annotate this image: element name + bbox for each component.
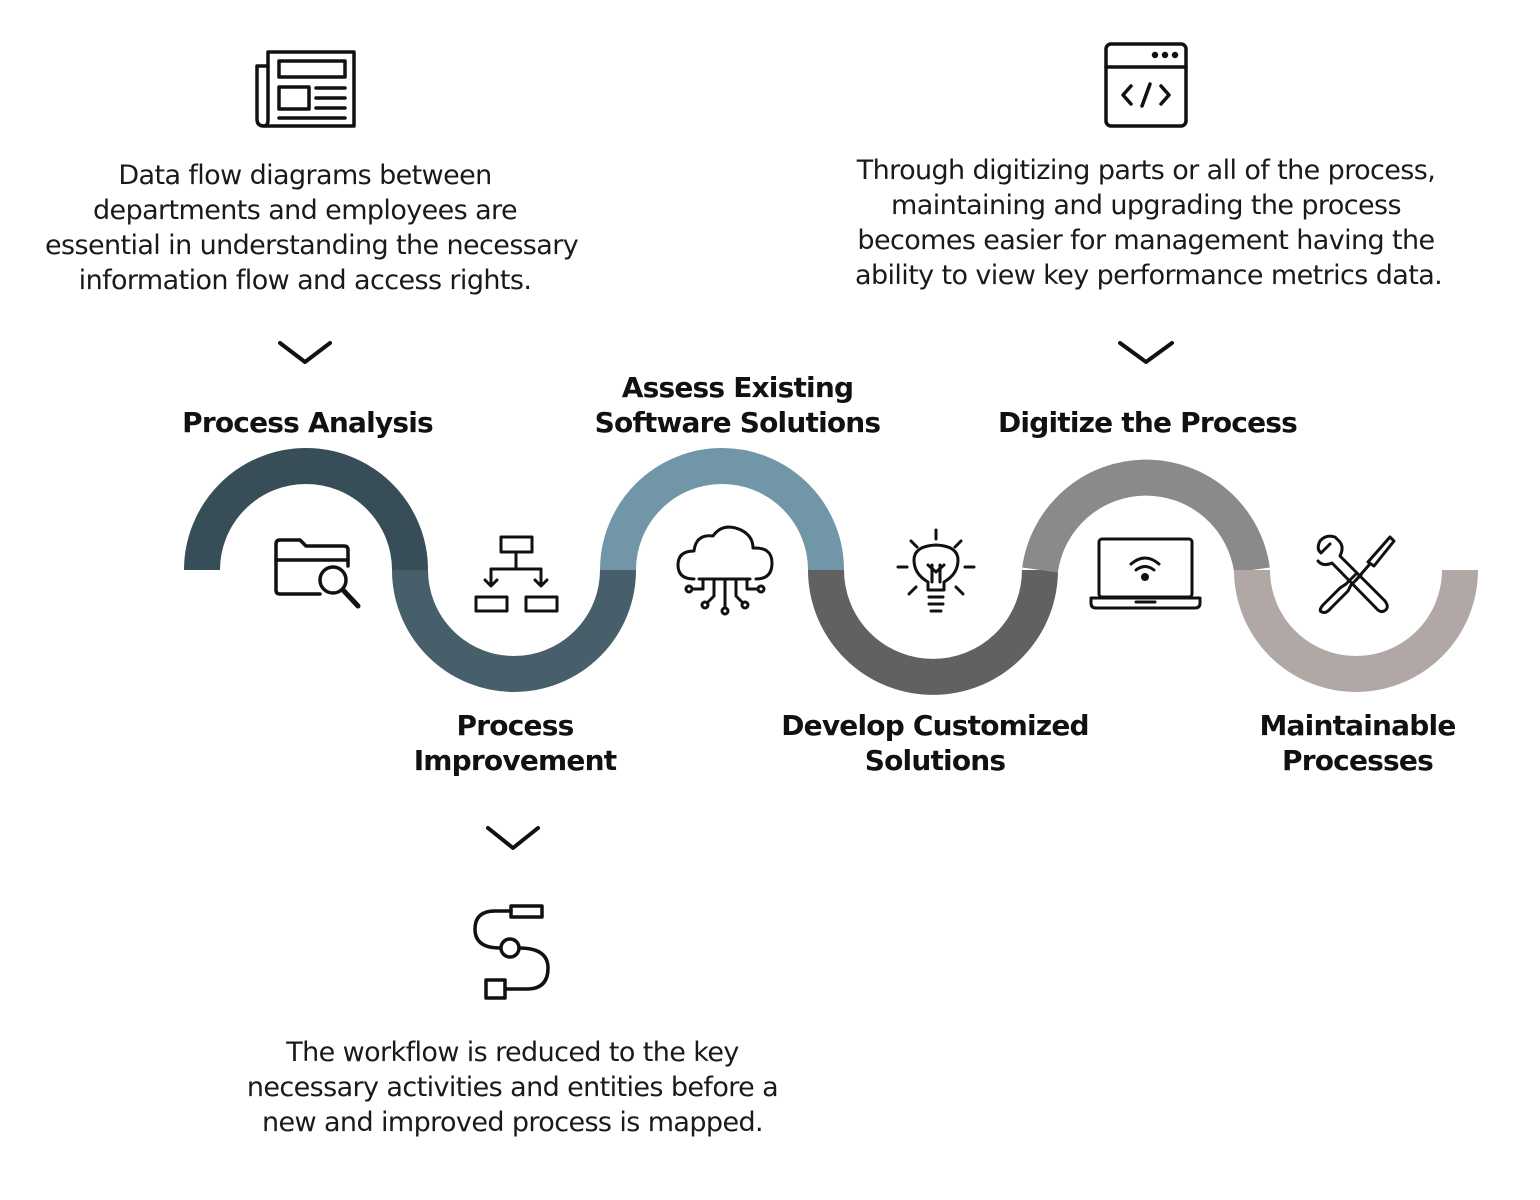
newspaper-icon (255, 50, 356, 128)
step-title-assess-existing: Assess Existing Software Solutions (580, 370, 895, 440)
description-line: Through digitizing parts or all of the p… (856, 155, 1436, 186)
cloud-circuit-icon (676, 525, 774, 616)
step-title-line: Digitize the Process (997, 406, 1298, 439)
description-line: The workflow is reduced to the key (286, 1037, 739, 1068)
description-line: ability to view key performance metrics … (855, 260, 1443, 291)
step-title-line: Improvement (413, 744, 617, 777)
step-title-process-analysis: Process Analysis (160, 405, 455, 440)
chevron-down-icon (486, 826, 540, 850)
description-line: new and improved process is mapped. (262, 1107, 764, 1138)
process-improvement-description: The workflow is reduced to the key neces… (245, 1035, 780, 1140)
step-title-line: Solutions (864, 744, 1006, 777)
step-title-line: Assess Existing (621, 371, 854, 404)
description-line: becomes easier for management having the (857, 225, 1435, 256)
lightbulb-icon (896, 528, 976, 613)
workflow-path-icon (473, 904, 550, 1000)
description-line: Data flow diagrams between (118, 160, 492, 191)
hierarchy-icon (474, 535, 559, 613)
step-title-line: Processes (1282, 744, 1434, 777)
step-title-process-improvement: Process Improvement (380, 708, 650, 778)
wave-segment-process-analysis (184, 448, 428, 571)
wave-segment-process-improvement (392, 569, 636, 692)
wave-segment-develop-customized (808, 569, 1058, 695)
wrench-screwdriver-icon (1316, 534, 1396, 614)
step-title-maintainable: Maintainable Processes (1240, 708, 1475, 778)
process-analysis-description: Data flow diagrams between departments a… (45, 158, 579, 298)
digitize-description: Through digitizing parts or all of the p… (855, 153, 1443, 293)
step-title-line: Process (456, 709, 575, 742)
step-title-line: Develop Customized (781, 709, 1089, 742)
folder-search-icon (274, 538, 361, 609)
laptop-wifi-icon (1089, 537, 1202, 610)
step-title-line: Software Solutions (594, 406, 881, 439)
step-title-line: Maintainable (1259, 709, 1456, 742)
wave-segment-maintainable (1234, 569, 1478, 692)
description-line: necessary activities and entities before… (246, 1072, 779, 1103)
description-line: departments and employees are (93, 195, 518, 226)
chevron-down-icon (1118, 341, 1174, 364)
wave-segment-assess-existing (600, 448, 844, 571)
step-title-line: Process Analysis (182, 406, 434, 439)
description-line: maintaining and upgrading the process (891, 190, 1401, 221)
step-title-develop-customized: Develop Customized Solutions (770, 708, 1100, 778)
chevron-down-icon (278, 341, 332, 364)
description-line: essential in understanding the necessary (45, 230, 579, 261)
step-title-digitize: Digitize the Process (985, 405, 1310, 440)
wave-segment-digitize (1022, 459, 1270, 573)
code-window-icon (1104, 42, 1188, 128)
description-line: information flow and access rights. (78, 265, 532, 296)
